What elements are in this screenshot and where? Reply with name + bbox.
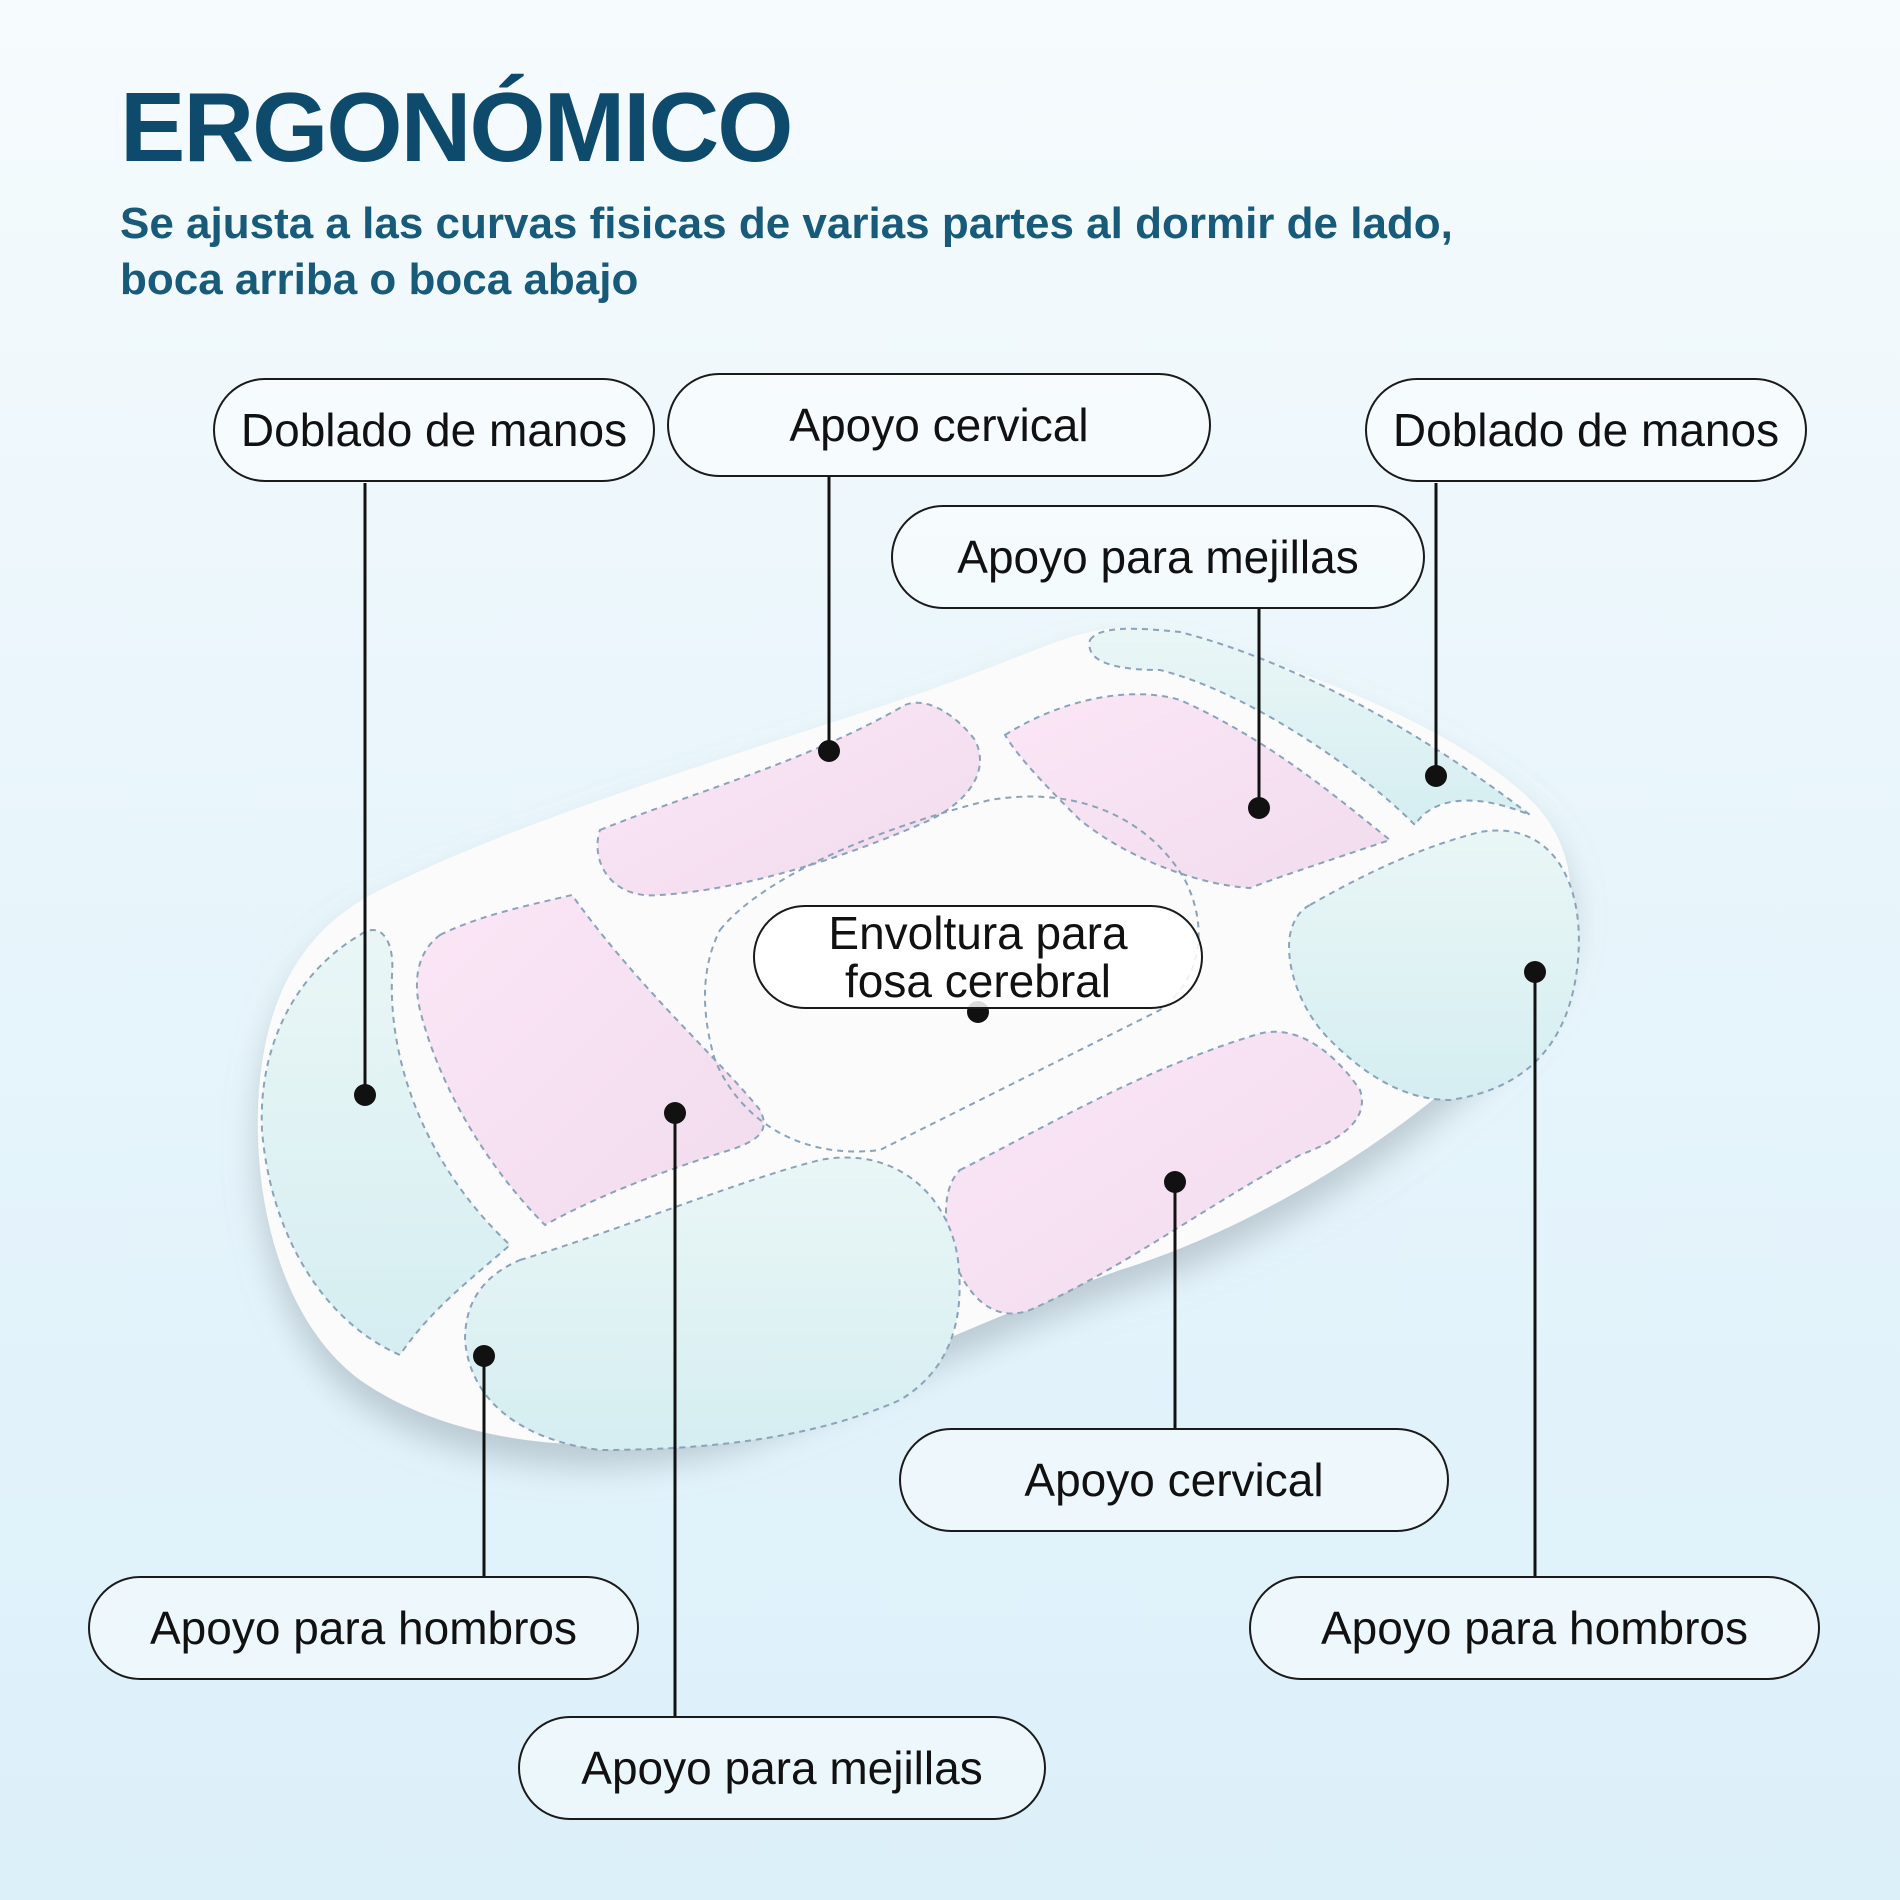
label-cheek-top-text: Apoyo para mejillas: [957, 530, 1359, 583]
label-cheek-bottom: Apoyo para mejillas: [518, 1716, 1046, 1820]
label-cervical-top-text: Apoyo cervical: [789, 398, 1089, 451]
subtitle-line-2: boca arriba o boca abajo: [120, 255, 639, 304]
label-hand-fold-left: Doblado de manos: [213, 378, 655, 482]
dot-cheek-top: [1248, 797, 1270, 819]
label-cheek-top: Apoyo para mejillas: [891, 505, 1425, 609]
label-shoulder-left-text: Apoyo para hombros: [149, 1601, 578, 1654]
page-title: ERGONÓMICO: [120, 72, 793, 182]
zone-cervical-top: [596, 701, 981, 897]
label-hand-fold-left-text: Doblado de manos: [240, 403, 628, 456]
dot-cheek-left: [664, 1102, 686, 1124]
zone-hand-fold-right: [1088, 627, 1531, 827]
label-cervical-bottom-text: Apoyo cervical: [1024, 1453, 1324, 1506]
dot-shoulder-right: [1524, 961, 1546, 983]
label-shoulder-left: Apoyo para hombros: [88, 1576, 639, 1680]
label-shoulder-right: Apoyo para hombros: [1249, 1576, 1820, 1680]
label-shoulder-right-text: Apoyo para hombros: [1320, 1601, 1749, 1654]
zone-cheek-top: [1003, 693, 1393, 890]
subtitle-line-1: Se ajusta a las curvas fisicas de varias…: [120, 199, 1453, 248]
label-head-wrap-line-1: Envoltura para: [828, 906, 1128, 959]
dot-cervical-bottom: [1164, 1171, 1186, 1193]
zone-shoulder-right: [1288, 829, 1580, 1102]
label-head-wrap-line-2: fosa cerebral: [845, 955, 1111, 1007]
page-subtitle: Se ajusta a las curvas fisicas de varias…: [120, 196, 1720, 308]
label-head-wrap: Envoltura para fosa cerebral: [753, 905, 1203, 1009]
dot-cervical-top: [818, 740, 840, 762]
label-hand-fold-right-text: Doblado de manos: [1392, 403, 1780, 456]
label-hand-fold-right: Doblado de manos: [1365, 378, 1807, 482]
dot-shoulder-left: [473, 1345, 495, 1367]
label-cheek-bottom-text: Apoyo para mejillas: [581, 1741, 983, 1794]
dot-hand-fold-right: [1425, 765, 1447, 787]
zone-head-wrap: [704, 795, 1200, 1153]
label-cervical-bottom: Apoyo cervical: [899, 1428, 1449, 1532]
leader-lines: [363, 477, 1537, 1717]
dot-hand-fold-left: [354, 1084, 376, 1106]
zone-shoulder-left: [463, 1156, 961, 1452]
zone-cheek-left: [416, 893, 765, 1227]
label-cervical-top: Apoyo cervical: [667, 373, 1211, 477]
zone-hand-fold-left: [260, 929, 512, 1357]
zone-cervical-bottom: [945, 1030, 1363, 1315]
